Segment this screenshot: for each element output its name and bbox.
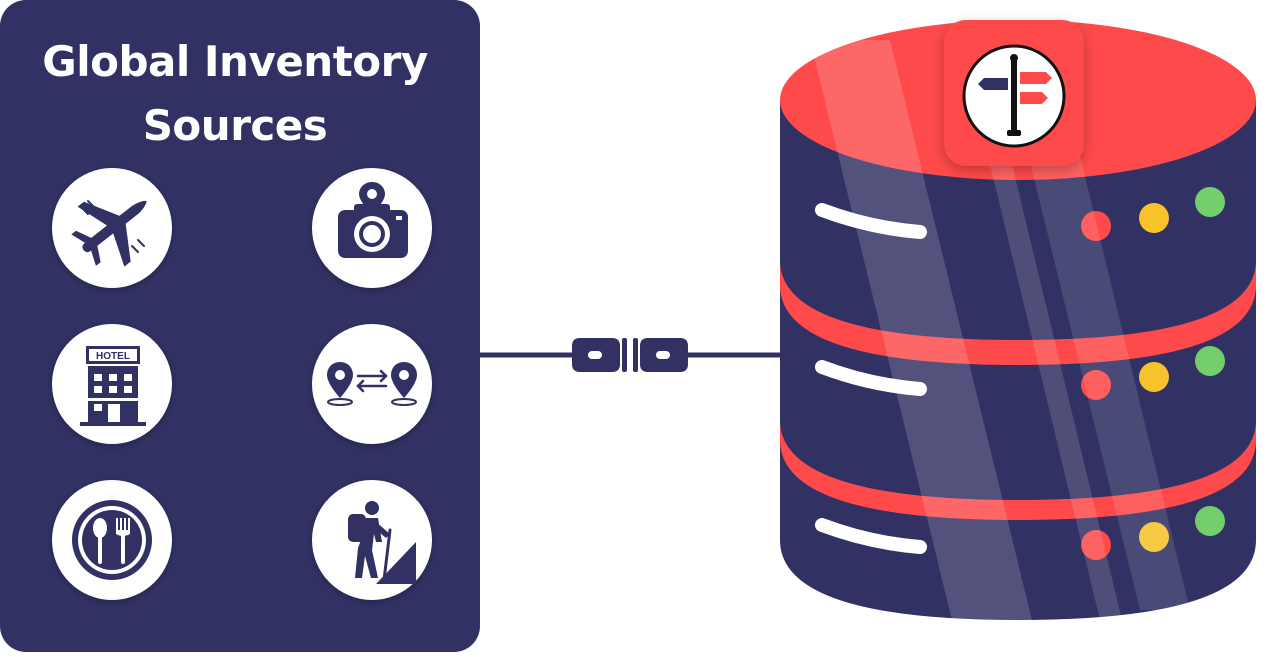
signpost-logo-badge	[944, 20, 1084, 166]
panel-title: Global Inventory Sources	[0, 30, 470, 158]
panel-title-line2: Sources	[142, 101, 328, 150]
dining-icon	[52, 480, 172, 600]
signpost-logo-icon	[962, 44, 1066, 148]
airplane-icon	[52, 168, 172, 288]
hotel-icon: HOTEL	[52, 324, 172, 444]
camera-location-icon	[312, 168, 432, 288]
plug-connector-icon	[480, 300, 780, 410]
transfer-locations-icon	[312, 324, 432, 444]
panel-title-line1: Global Inventory	[42, 37, 428, 86]
hiker-icon	[312, 480, 432, 600]
hotel-sign-text: HOTEL	[96, 351, 130, 362]
database-server-icon	[770, 0, 1270, 652]
inventory-sources-panel: Global Inventory Sources	[0, 0, 480, 652]
